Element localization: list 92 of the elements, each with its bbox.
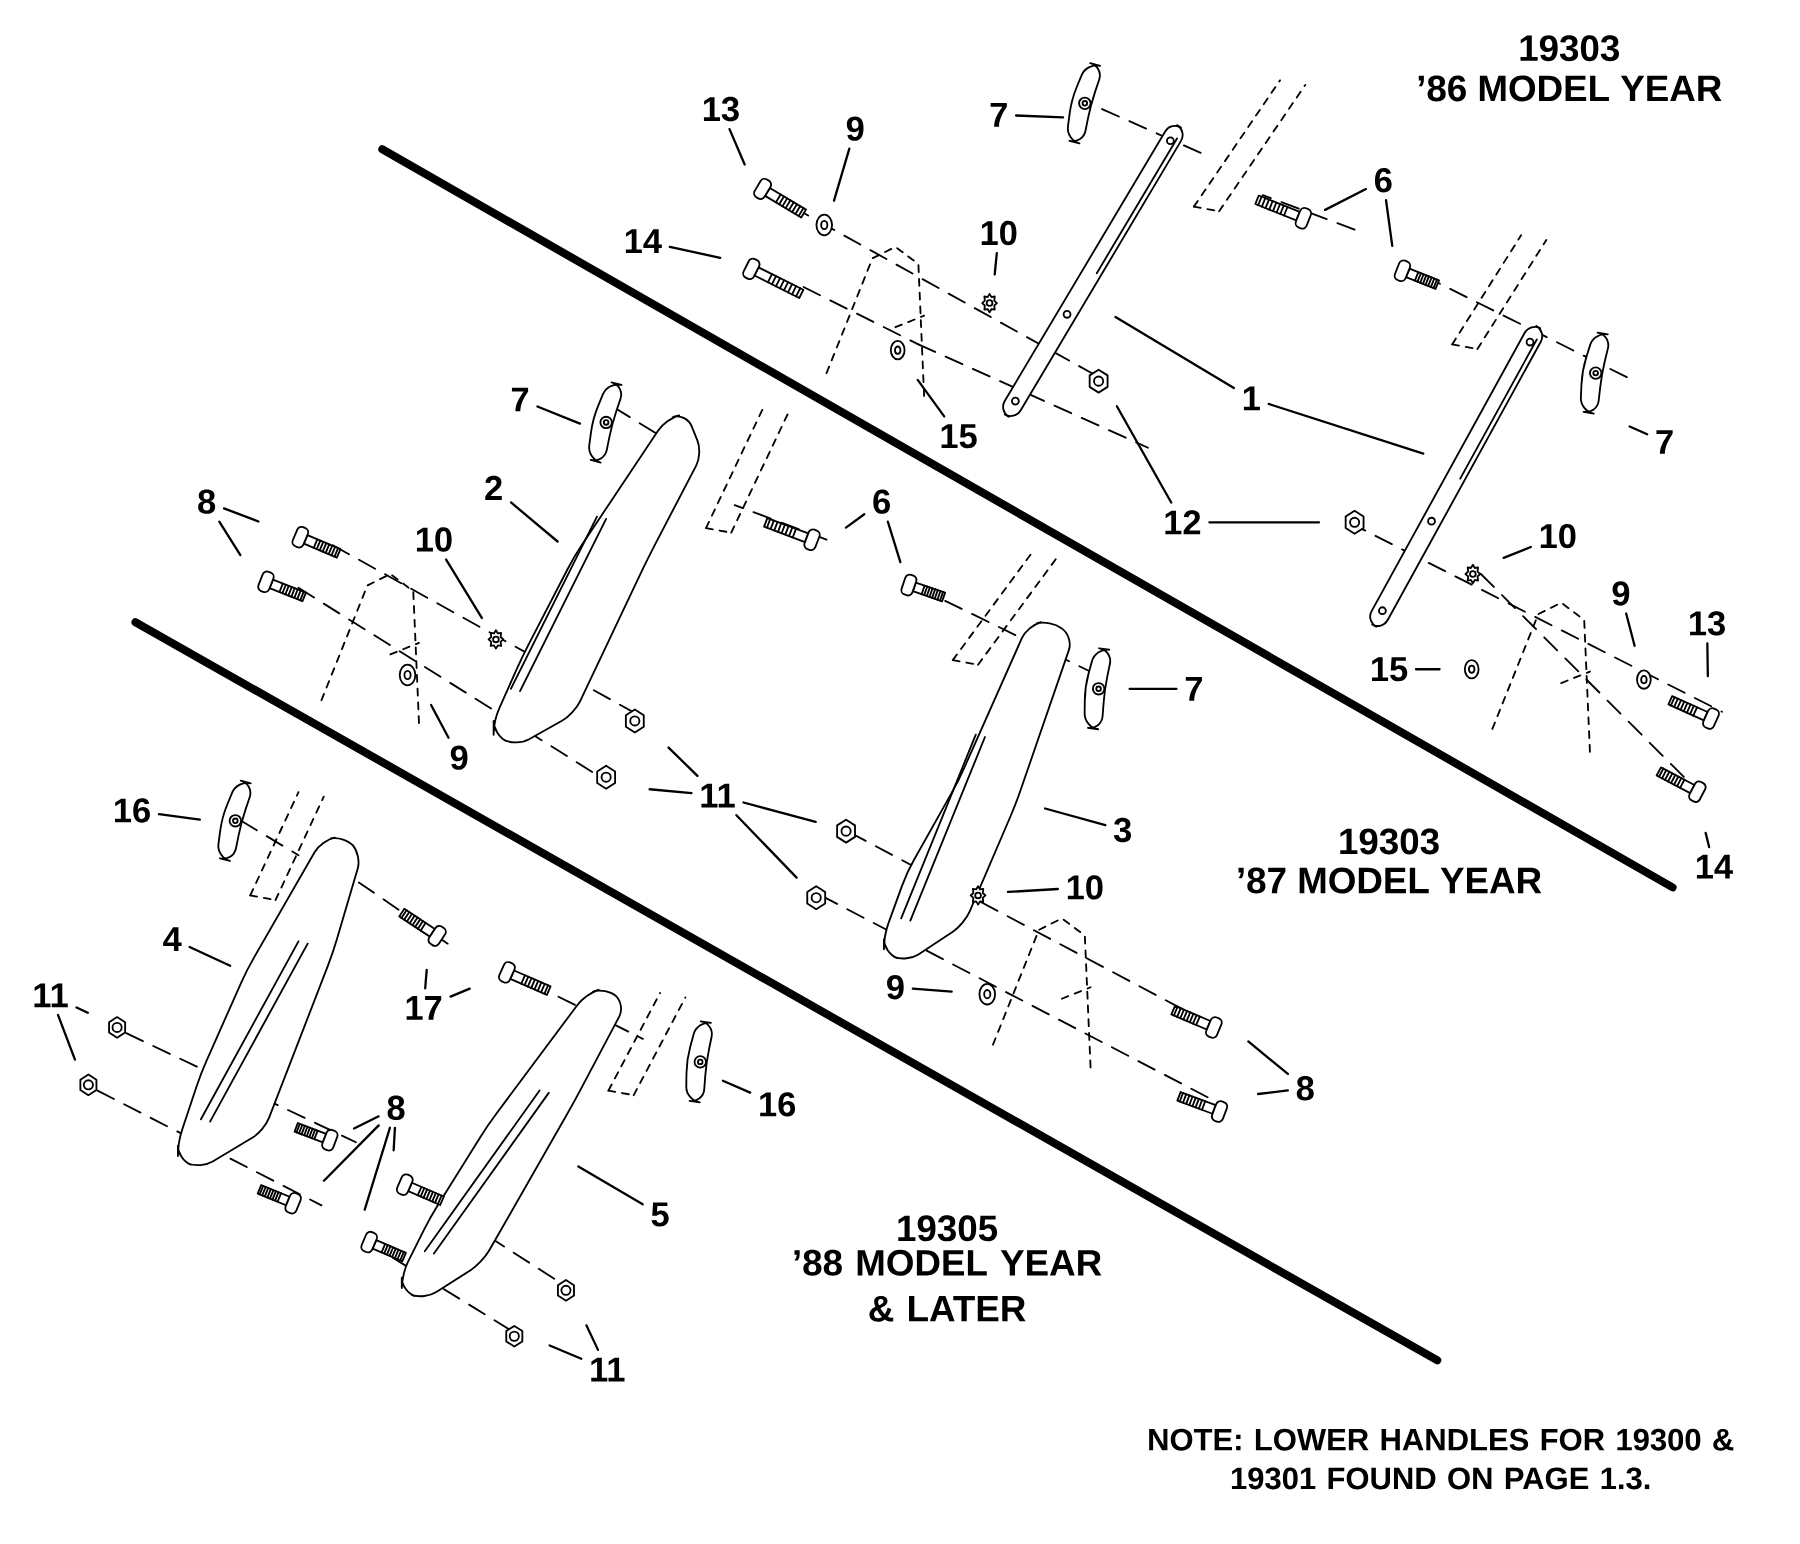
leader-line <box>1414 668 1441 671</box>
leader-line <box>157 812 201 821</box>
callout-number: 11 <box>701 783 735 808</box>
callout-number: 8 <box>198 489 216 514</box>
leader-line <box>832 147 851 202</box>
leader-line <box>1628 425 1649 436</box>
leader-line <box>1706 642 1709 678</box>
leader-line <box>1384 199 1394 247</box>
leader-line <box>1323 187 1368 211</box>
leader-line <box>668 245 722 259</box>
leader-line <box>352 1115 380 1130</box>
leader-line <box>1006 887 1060 894</box>
callout-number: 13 <box>703 96 739 122</box>
leader-line <box>322 1124 380 1182</box>
callout-number: 15 <box>1372 657 1408 682</box>
callout-number: 16 <box>760 1092 796 1117</box>
leader-line <box>1502 545 1532 560</box>
leader-line <box>449 987 471 998</box>
callout-number: 4 <box>163 927 182 951</box>
leader-line <box>886 520 902 564</box>
callout-number: 1 <box>1243 386 1260 411</box>
callout-number: 5 <box>651 1202 669 1227</box>
callout-number: 16 <box>115 798 150 823</box>
model-heading: ’86 MODEL YEAR <box>1418 75 1722 102</box>
callout-number: 14 <box>1696 854 1733 879</box>
leader-line <box>363 1126 392 1211</box>
callout-number: 8 <box>1296 1076 1314 1101</box>
leader-line <box>222 507 260 523</box>
leader-line <box>445 558 483 620</box>
leader-line <box>1256 1089 1289 1096</box>
callout-number: 7 <box>1185 676 1202 701</box>
callout-number: 10 <box>1067 875 1103 900</box>
callout-number: 14 <box>625 229 662 253</box>
callout-number: 7 <box>1656 430 1673 454</box>
leader-line <box>577 1165 644 1206</box>
note-text: NOTE: LOWER HANDLES FOR 19300 & 19301 FOUND ON PAGE 1.3. <box>1149 1428 1734 1490</box>
leader-line <box>218 520 242 557</box>
callout-number: 13 <box>1690 611 1725 636</box>
model-heading: ’87 MODEL YEAR <box>1238 867 1542 894</box>
callout-number: 9 <box>1612 581 1630 606</box>
callout-number: 8 <box>387 1095 405 1120</box>
leader-line <box>1014 114 1065 119</box>
callout-number: 3 <box>1113 817 1132 843</box>
model-heading: 19303 <box>1520 35 1619 62</box>
leader-line <box>742 801 817 823</box>
leader-line <box>1247 1040 1289 1076</box>
leader-line <box>1267 402 1425 455</box>
leader-line <box>844 513 866 529</box>
callout-number: 9 <box>450 745 468 770</box>
model-heading: 19303 <box>1340 828 1439 855</box>
leader-line <box>56 1013 77 1061</box>
leader-line <box>667 746 699 778</box>
leader-line <box>429 703 450 739</box>
leader-line <box>392 1126 397 1152</box>
callout-number: 9 <box>846 116 864 141</box>
leader-line <box>424 968 428 990</box>
leader-line <box>536 405 582 425</box>
callout-number: 6 <box>1375 168 1392 193</box>
leader-line <box>1043 807 1107 827</box>
callout-number: 17 <box>406 996 442 1020</box>
leader-line <box>1115 405 1173 504</box>
callout-number: 11 <box>34 983 68 1008</box>
leader-line <box>911 987 953 993</box>
leader-line <box>188 945 232 967</box>
callout-number: 9 <box>887 975 904 1000</box>
leader-line <box>993 251 998 276</box>
leader-line <box>648 788 693 795</box>
leader-line <box>916 378 946 418</box>
callout-number: 6 <box>873 489 890 514</box>
callout-number: 10 <box>1540 523 1576 549</box>
leader-line <box>1208 521 1321 524</box>
callout-number: 12 <box>1165 510 1201 535</box>
callout-number: 10 <box>416 527 452 552</box>
leader-line <box>585 1324 600 1352</box>
leader-line <box>548 1344 583 1360</box>
callout-number: 15 <box>941 424 977 449</box>
leader-line <box>1128 687 1178 690</box>
model-heading: 19305 <box>898 1215 998 1242</box>
leader-line <box>1625 612 1636 647</box>
callout-number: 7 <box>511 387 529 412</box>
leader-line <box>721 1079 752 1094</box>
leader-line <box>1704 831 1711 849</box>
model-heading: ’88 MODEL YEAR & LATER <box>794 1249 1102 1322</box>
callout-number: 10 <box>981 220 1017 246</box>
leader-line <box>75 1006 89 1014</box>
callout-number: 2 <box>485 475 502 500</box>
leader-line <box>1114 315 1236 390</box>
leader-line <box>509 501 559 543</box>
callout-number: 11 <box>591 1357 625 1382</box>
leader-line <box>735 814 798 879</box>
callout-number: 7 <box>990 102 1007 127</box>
leader-line <box>728 127 746 166</box>
